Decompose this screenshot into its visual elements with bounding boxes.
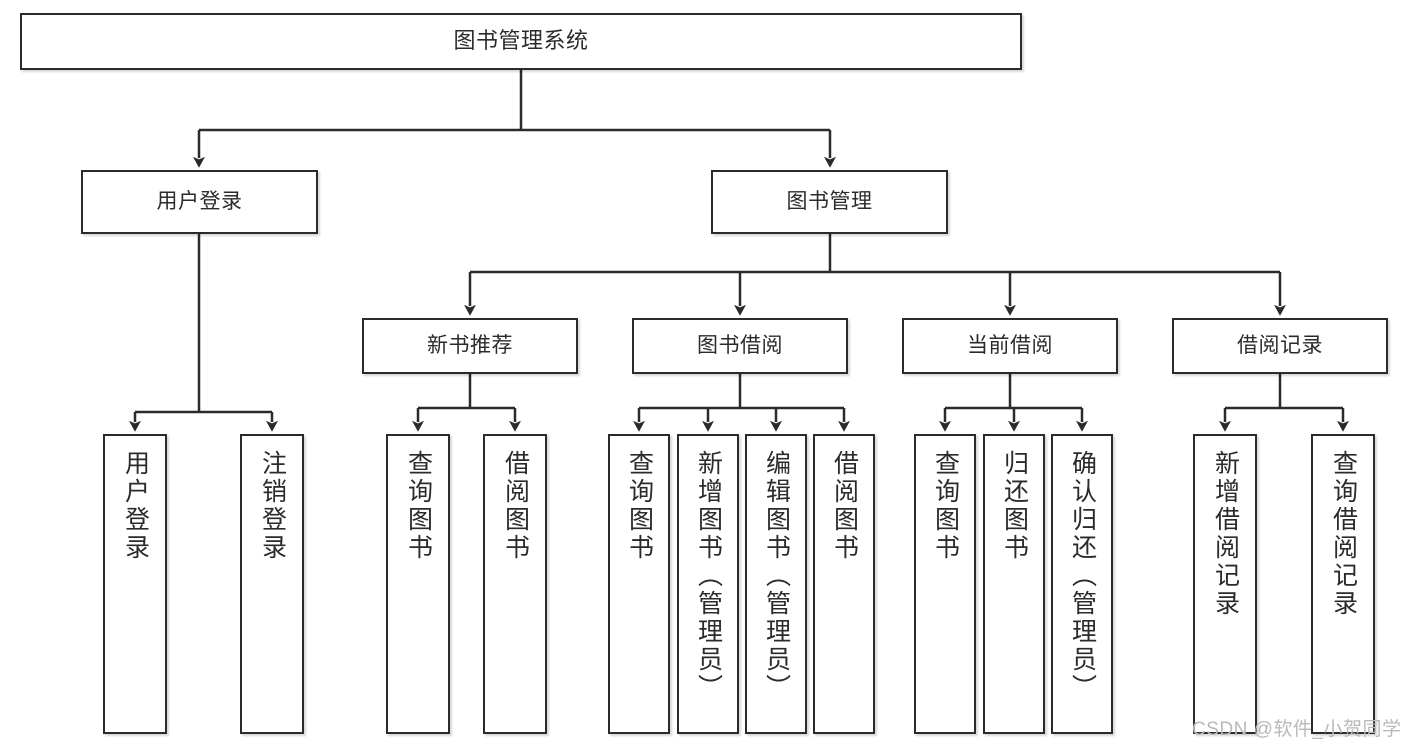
node-leaf-borrow-book-2-label: 借阅图书 [830, 450, 859, 562]
node-borrow-record[interactable]: 借阅记录 [1172, 318, 1388, 374]
node-leaf-edit-book[interactable]: 编辑图书（管理员） [745, 434, 807, 734]
node-leaf-query-book-2[interactable]: 查询图书 [608, 434, 670, 734]
node-book-borrow[interactable]: 图书借阅 [632, 318, 848, 374]
node-book-management[interactable]: 图书管理 [711, 170, 948, 234]
node-leaf-confirm-return-label: 确认归还（管理员） [1068, 450, 1097, 702]
node-leaf-user-login[interactable]: 用户登录 [103, 434, 167, 734]
node-book-management-label: 图书管理 [786, 190, 873, 214]
node-leaf-query-borrow-record[interactable]: 查询借阅记录 [1311, 434, 1375, 734]
node-leaf-return-book-label: 归还图书 [1000, 450, 1029, 562]
node-leaf-user-logout[interactable]: 注销登录 [240, 434, 304, 734]
node-leaf-user-logout-label: 注销登录 [258, 450, 287, 562]
node-leaf-borrow-book-1-label: 借阅图书 [501, 450, 530, 562]
node-current-borrow[interactable]: 当前借阅 [902, 318, 1118, 374]
node-book-borrow-label: 图书借阅 [697, 334, 783, 358]
node-leaf-add-borrow-record[interactable]: 新增借阅记录 [1193, 434, 1257, 734]
node-leaf-borrow-book-2[interactable]: 借阅图书 [813, 434, 875, 734]
node-leaf-borrow-book-1[interactable]: 借阅图书 [483, 434, 547, 734]
node-leaf-add-book[interactable]: 新增图书（管理员） [677, 434, 739, 734]
node-leaf-query-book-1-label: 查询图书 [404, 450, 433, 562]
node-leaf-query-book-1[interactable]: 查询图书 [386, 434, 450, 734]
node-new-book-recommend[interactable]: 新书推荐 [362, 318, 578, 374]
node-borrow-record-label: 借阅记录 [1237, 334, 1323, 358]
node-leaf-query-book-2-label: 查询图书 [625, 450, 654, 562]
node-new-book-recommend-label: 新书推荐 [427, 334, 513, 358]
node-leaf-confirm-return[interactable]: 确认归还（管理员） [1051, 434, 1113, 734]
node-leaf-query-borrow-record-label: 查询借阅记录 [1329, 450, 1358, 618]
node-user-login-label: 用户登录 [156, 190, 243, 214]
node-leaf-edit-book-label: 编辑图书（管理员） [762, 450, 791, 702]
node-leaf-user-login-label: 用户登录 [121, 450, 150, 562]
node-root[interactable]: 图书管理系统 [20, 13, 1022, 70]
node-user-login[interactable]: 用户登录 [81, 170, 318, 234]
csdn-watermark: CSDN @软件_小贺同学 [1192, 719, 1402, 740]
node-leaf-query-book-3[interactable]: 查询图书 [914, 434, 976, 734]
node-leaf-return-book[interactable]: 归还图书 [983, 434, 1045, 734]
node-current-borrow-label: 当前借阅 [967, 334, 1053, 358]
node-leaf-query-book-3-label: 查询图书 [931, 450, 960, 562]
node-leaf-add-borrow-record-label: 新增借阅记录 [1211, 450, 1240, 618]
node-root-label: 图书管理系统 [453, 28, 589, 54]
node-leaf-add-book-label: 新增图书（管理员） [694, 450, 723, 702]
